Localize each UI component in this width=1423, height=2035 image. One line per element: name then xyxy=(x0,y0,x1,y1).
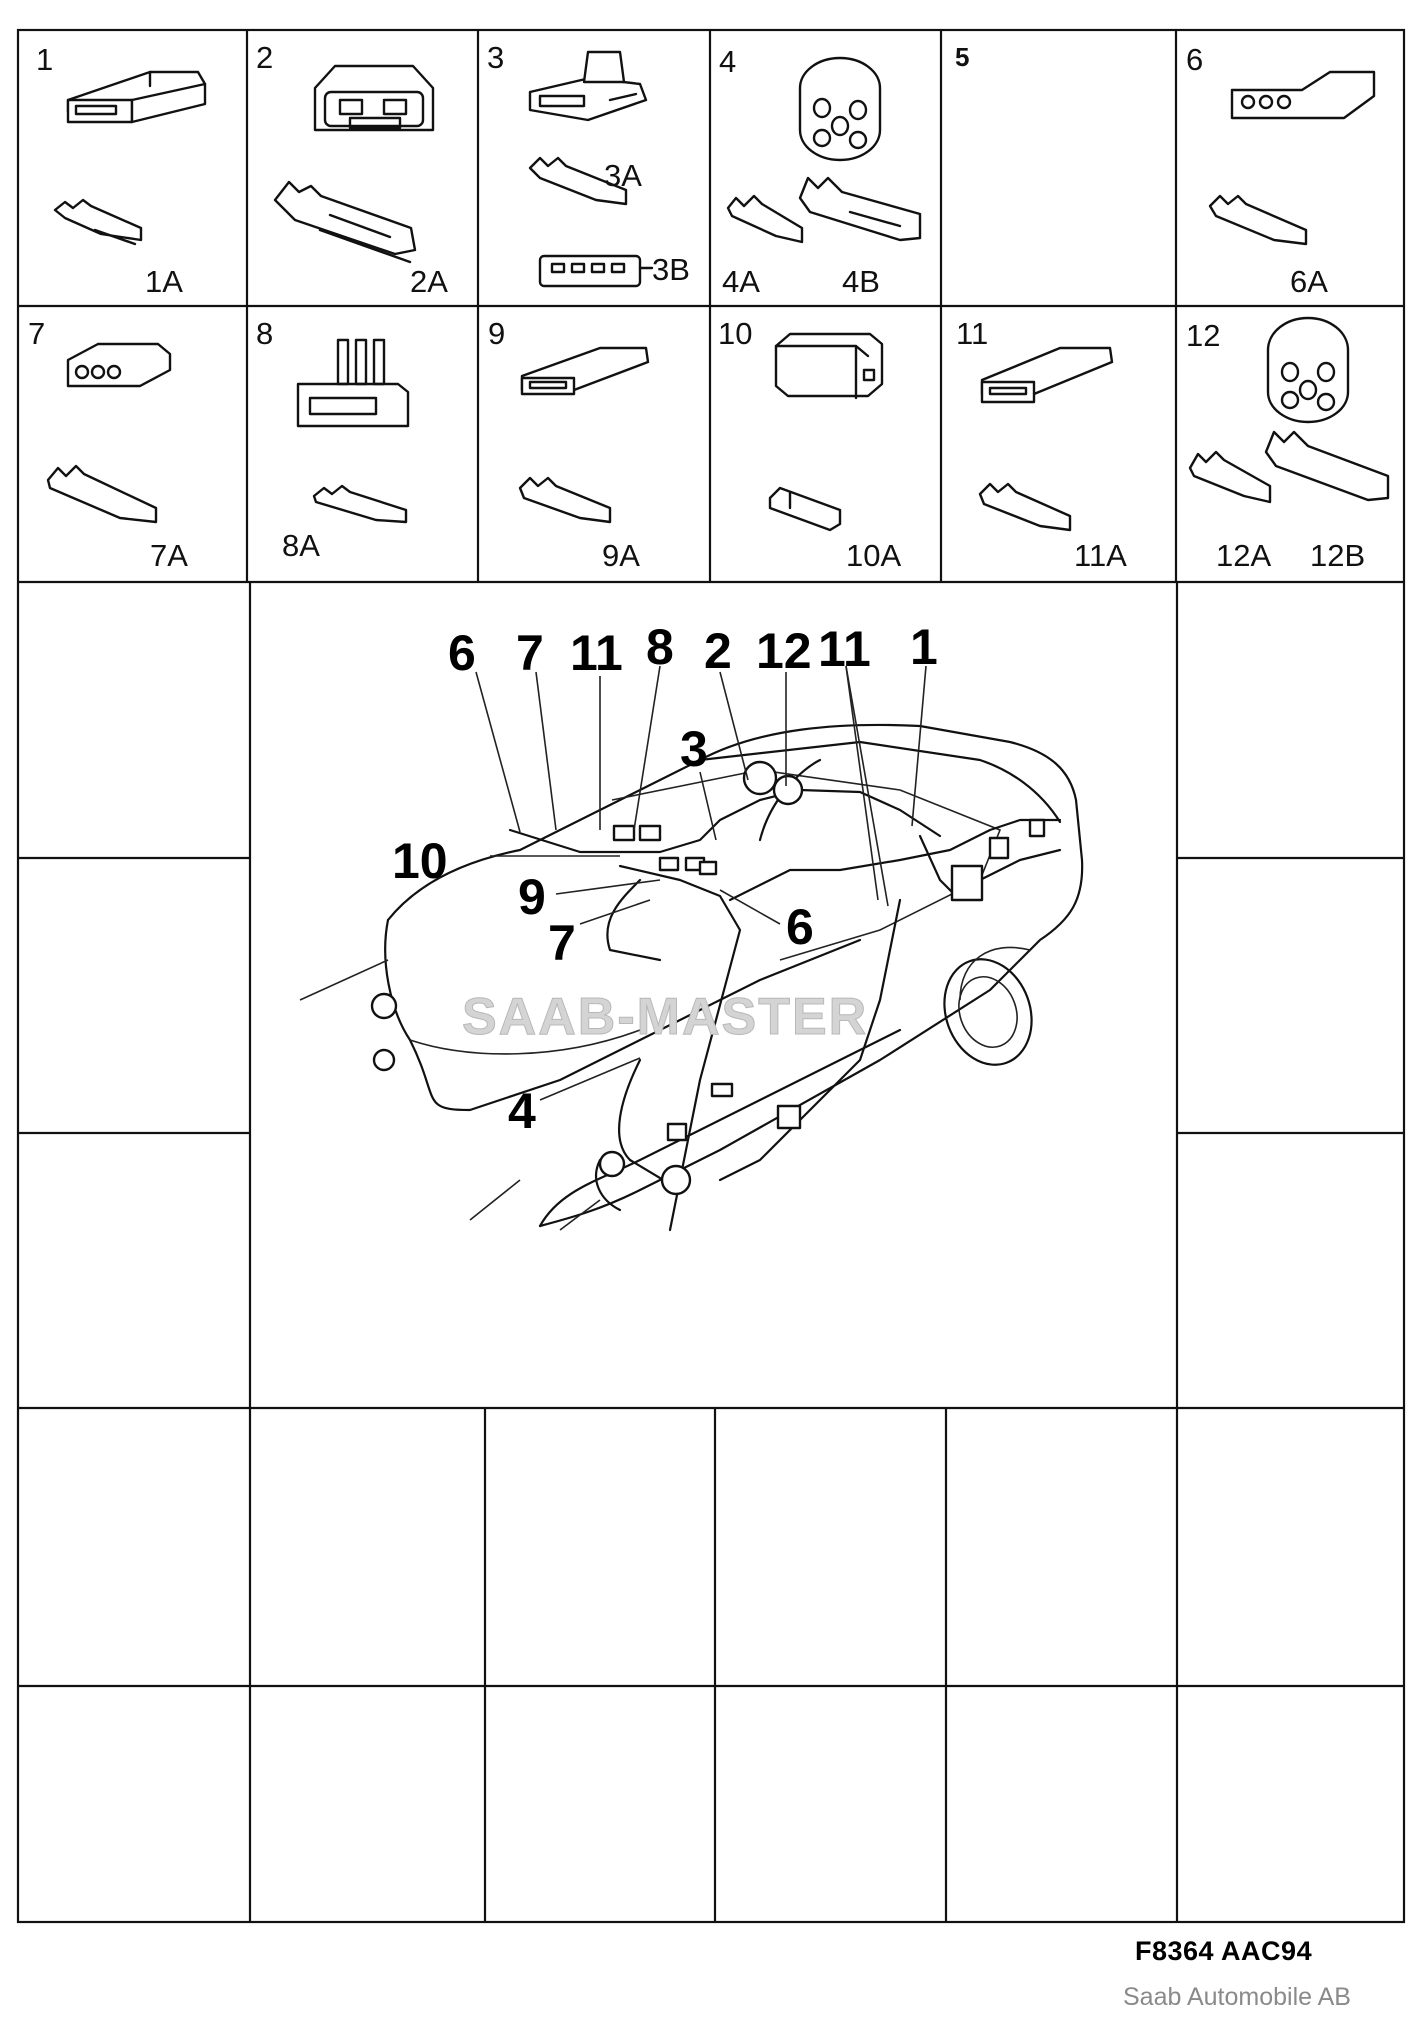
cell-number: 1 xyxy=(36,42,53,77)
cell-number: 8 xyxy=(256,316,273,351)
connector-cell-11[interactable]: 11 11A xyxy=(956,316,1127,573)
connector-housing-9-drawing xyxy=(520,346,650,396)
callout-1: 1 xyxy=(910,619,938,675)
part-label-3a: 3A xyxy=(604,158,642,193)
part-label-4b: 4B xyxy=(842,264,880,299)
terminal-4b-drawing xyxy=(798,176,922,242)
part-label-10a: 10A xyxy=(846,538,901,573)
connector-housing-10-drawing xyxy=(774,332,884,400)
grid-lines xyxy=(16,28,1406,1924)
car-body-drawing xyxy=(299,723,1084,1231)
connector-cell-1[interactable]: 1 1A xyxy=(36,42,207,299)
callout-leader-lines xyxy=(475,665,927,1101)
connector-cell-5[interactable]: 5 xyxy=(955,42,969,72)
part-label-12a: 12A xyxy=(1216,538,1271,573)
connector-housing-1-drawing xyxy=(66,70,207,124)
terminal-6a-drawing xyxy=(1208,194,1308,246)
connector-cell-9[interactable]: 9 9A xyxy=(488,316,650,573)
connector-housing-11-drawing xyxy=(980,346,1114,404)
connector-cell-8[interactable]: 8 8A xyxy=(256,316,410,563)
connector-cell-12[interactable]: 12 12A 12B xyxy=(1186,316,1390,573)
watermark: SAAB-MASTER xyxy=(462,988,868,1046)
connector-housing-3-drawing xyxy=(528,50,648,122)
cell-number: 10 xyxy=(718,316,752,351)
callout-7: 7 xyxy=(516,625,544,681)
vehicle-wiring-view: SAAB-MASTER 6 7 11 8 2 12 xyxy=(299,619,1084,1232)
connector-housing-7-drawing xyxy=(66,342,172,388)
callout-6-lower: 6 xyxy=(786,899,814,955)
cell-number: 7 xyxy=(28,316,45,351)
connector-cell-6[interactable]: 6 6A xyxy=(1186,42,1376,299)
callout-11: 11 xyxy=(570,625,623,681)
terminal-12a-drawing xyxy=(1188,450,1272,504)
terminal-2a-drawing xyxy=(273,180,417,264)
callout-9: 9 xyxy=(518,869,546,925)
cell-number: 2 xyxy=(256,40,273,75)
callout-4: 4 xyxy=(508,1083,536,1139)
connector-housing-6-drawing xyxy=(1230,70,1376,120)
connector-housing-12-drawing xyxy=(1266,316,1350,424)
callout-12: 12 xyxy=(756,623,812,679)
callout-8: 8 xyxy=(646,619,674,675)
terminal-9a-drawing xyxy=(518,476,612,524)
terminal-10a-drawing xyxy=(768,486,842,532)
cell-number: 12 xyxy=(1186,318,1220,353)
copyright-notice: Saab Automobile AB xyxy=(1123,1983,1351,2011)
callout-11-right: 11 xyxy=(818,621,871,677)
cell-number: 3 xyxy=(487,40,504,75)
part-label-7a: 7A xyxy=(150,538,188,573)
cell-number: 9 xyxy=(488,316,505,351)
cell-number: 4 xyxy=(719,44,736,79)
cell-number: 11 xyxy=(956,316,988,351)
connector-cell-7[interactable]: 7 7A xyxy=(28,316,188,573)
callout-2: 2 xyxy=(704,623,732,679)
connector-housing-8-drawing xyxy=(296,338,410,428)
connector-cell-4[interactable]: 4 4A 4B xyxy=(719,44,922,299)
top-callouts: 6 7 11 8 2 12 11 1 xyxy=(448,619,938,681)
part-label-3b: 3B xyxy=(652,252,690,287)
terminal-block-3b-drawing xyxy=(538,254,654,288)
part-label-1a: 1A xyxy=(145,264,183,299)
connector-cell-3[interactable]: 3 3A 3B xyxy=(487,40,690,288)
terminal-8a-drawing xyxy=(312,484,408,524)
figure-code: F8364 AAC94 xyxy=(1135,1936,1313,1966)
connector-housing-4-drawing xyxy=(798,56,882,162)
callout-3: 3 xyxy=(680,721,708,777)
part-label-8a: 8A xyxy=(282,528,320,563)
part-label-2a: 2A xyxy=(410,264,448,299)
terminal-4a-drawing xyxy=(726,194,804,244)
cell-number: 6 xyxy=(1186,42,1203,77)
part-label-12b: 12B xyxy=(1310,538,1365,573)
terminal-12b-drawing xyxy=(1264,430,1390,502)
terminal-7a-drawing xyxy=(46,464,158,524)
part-label-4a: 4A xyxy=(722,264,760,299)
cell-number: 5 xyxy=(955,42,969,72)
connector-housing-2-drawing xyxy=(313,64,435,132)
callout-7-lower: 7 xyxy=(548,915,576,971)
part-label-6a: 6A xyxy=(1290,264,1328,299)
connector-cell-2[interactable]: 2 2A xyxy=(256,40,448,299)
terminal-11a-drawing xyxy=(978,482,1072,532)
connector-cell-10[interactable]: 10 10A xyxy=(718,316,901,573)
part-label-11a: 11A xyxy=(1074,538,1127,573)
terminal-1a-drawing xyxy=(53,198,143,246)
callout-10: 10 xyxy=(392,833,448,889)
callout-6: 6 xyxy=(448,625,476,681)
terminal-3a-drawing xyxy=(528,156,628,206)
wiring-harness-drawing xyxy=(370,758,1062,1232)
part-label-9a: 9A xyxy=(602,538,640,573)
